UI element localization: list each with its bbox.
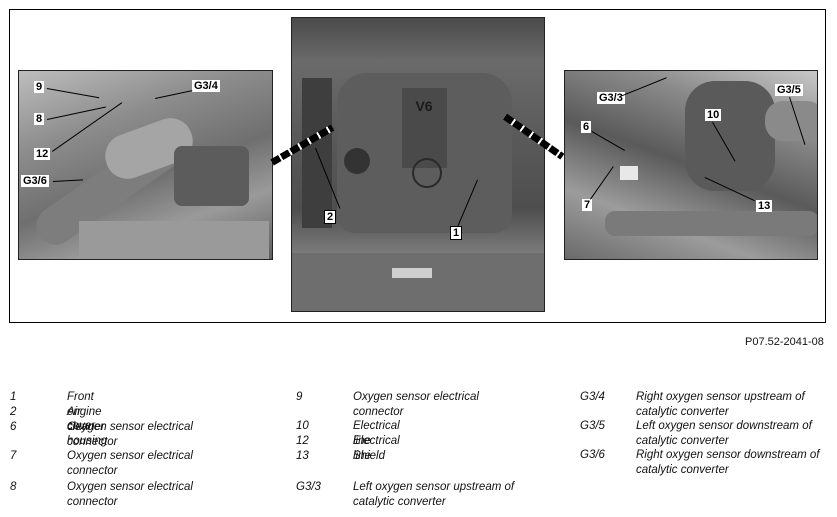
v6-badge: V6	[415, 98, 433, 114]
callout-12: 12	[34, 148, 51, 160]
callout-8: 8	[34, 113, 45, 125]
callout-10: 10	[705, 109, 722, 121]
callout-g3-6: G3/6	[21, 175, 49, 187]
center-engine-photo: V6	[291, 17, 545, 312]
callout-2: 2	[324, 210, 337, 224]
cover-ridge-shape	[402, 88, 447, 168]
figure-reference: P07.52-2041-08	[745, 336, 824, 348]
plate-shape	[392, 268, 432, 278]
callout-1: 1	[450, 226, 463, 240]
left-engine-photo	[18, 70, 273, 260]
star-emblem-icon	[412, 158, 442, 188]
hose-shape	[605, 211, 817, 236]
pipe-shape	[765, 101, 817, 141]
converter-shape	[685, 81, 775, 191]
connector-shape	[620, 166, 638, 180]
callout-13: 13	[756, 200, 773, 212]
callout-7: 7	[582, 199, 593, 211]
front-bumper-shape	[292, 253, 544, 311]
callout-6: 6	[581, 121, 592, 133]
callout-g3-3: G3/3	[597, 92, 625, 104]
callout-9: 9	[34, 81, 45, 93]
alternator-shape	[174, 146, 249, 206]
engine-block-shape	[79, 221, 269, 259]
callout-g3-4: G3/4	[192, 80, 220, 92]
oil-cap-shape	[344, 148, 370, 174]
callout-g3-5: G3/5	[775, 84, 803, 96]
